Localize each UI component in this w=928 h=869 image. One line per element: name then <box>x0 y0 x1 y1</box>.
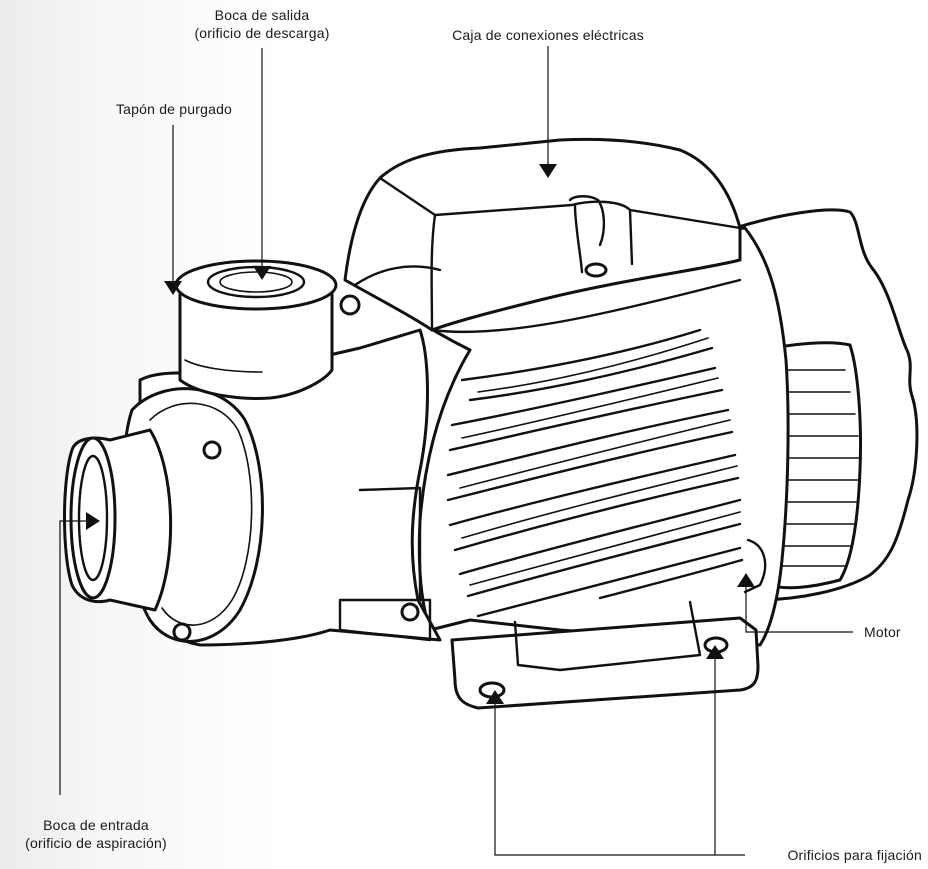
outlet-leader <box>253 48 271 280</box>
outlet-label-line2: (orificio de descarga) <box>194 25 330 41</box>
purge-plug-label: Tapón de purgado <box>116 100 232 118</box>
motor-leader <box>737 573 853 633</box>
outlet-neck <box>174 259 338 400</box>
junction-box <box>343 137 742 334</box>
inlet-label: Boca de entrada (orificio de aspiración) <box>25 816 167 852</box>
inlet-label-line1: Boca de entrada <box>43 817 149 833</box>
purge-plug-label-text: Tapón de purgado <box>115 101 233 117</box>
outlet-label-line1: Boca de salida <box>214 7 310 23</box>
junction-box-label: Caja de conexiones eléctricas <box>452 26 644 44</box>
purge-plug-leader <box>164 125 182 295</box>
inlet-leader <box>59 512 100 795</box>
outlet-label: Boca de salida (orificio de descarga) <box>194 6 329 42</box>
motor-label: Motor <box>864 623 901 641</box>
pump-body <box>63 294 442 647</box>
inlet-label-line2: (orificio de aspiración) <box>25 835 167 851</box>
motor-label-text: Motor <box>864 624 901 640</box>
junction-box-leader <box>539 46 557 178</box>
mounting-base <box>450 600 760 710</box>
mounting-holes-label: Orificios para fijación <box>787 846 922 864</box>
junction-box-label-text: Caja de conexiones eléctricas <box>452 27 644 43</box>
mounting-holes-label-text: Orificios para fijación <box>787 847 922 863</box>
mounting-holes-leader <box>486 645 745 856</box>
